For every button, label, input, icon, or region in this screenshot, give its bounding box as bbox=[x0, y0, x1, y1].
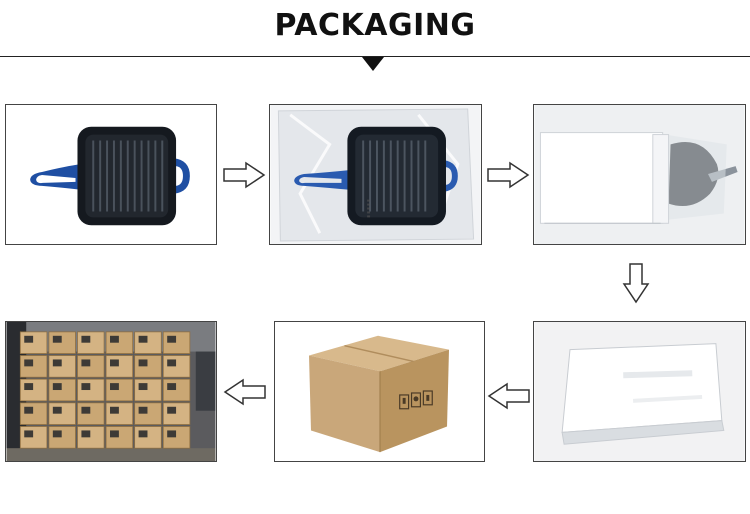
title-divider bbox=[0, 56, 750, 57]
step-white-box-image bbox=[533, 321, 746, 462]
carton-label bbox=[110, 335, 119, 343]
carton-label bbox=[110, 430, 119, 438]
carton-label bbox=[138, 335, 148, 343]
pallet-carton bbox=[105, 331, 134, 354]
step-carton-image bbox=[274, 321, 485, 462]
carton-label bbox=[138, 383, 148, 391]
carton-label bbox=[52, 406, 62, 414]
page-title: PACKAGING bbox=[274, 8, 476, 43]
carton-label bbox=[110, 406, 119, 414]
carton-label bbox=[167, 430, 177, 438]
step-plastic-bag-image bbox=[269, 104, 482, 245]
carton-label bbox=[138, 359, 148, 367]
carton-label bbox=[81, 430, 91, 438]
carton-label bbox=[81, 335, 91, 343]
carton-label bbox=[24, 430, 34, 438]
step-white-sleeve-image bbox=[533, 104, 746, 245]
carton-label bbox=[110, 383, 119, 391]
carton-label bbox=[52, 430, 62, 438]
arrow-left-icon bbox=[487, 382, 531, 410]
carton-label bbox=[167, 383, 177, 391]
arrow-down-icon bbox=[622, 262, 650, 304]
pallet-carton bbox=[77, 331, 105, 354]
carton-label bbox=[110, 359, 119, 367]
carton-label bbox=[24, 359, 34, 367]
carton-label bbox=[81, 383, 91, 391]
carton-label bbox=[138, 430, 148, 438]
carton-label bbox=[81, 406, 91, 414]
carton-label bbox=[24, 383, 34, 391]
pallet-carton bbox=[48, 331, 76, 354]
pallet-carton bbox=[134, 331, 162, 354]
carton-label bbox=[167, 335, 177, 343]
carton-label bbox=[138, 406, 148, 414]
carton-label bbox=[52, 359, 62, 367]
pallet-carton bbox=[162, 331, 191, 354]
arrow-right-icon bbox=[486, 161, 530, 189]
carton-label bbox=[24, 335, 34, 343]
carton-label bbox=[24, 406, 34, 414]
carton-label bbox=[167, 406, 177, 414]
pallet-carton bbox=[19, 331, 48, 354]
arrow-right-icon bbox=[222, 161, 266, 189]
step-pallet-image bbox=[5, 321, 217, 462]
carton-label bbox=[81, 359, 91, 367]
arrow-left-icon bbox=[223, 378, 267, 406]
step-grill-pan-image bbox=[5, 104, 217, 245]
carton-label bbox=[52, 383, 62, 391]
divider-pointer-icon bbox=[362, 57, 384, 71]
carton-label bbox=[52, 335, 62, 343]
carton-label bbox=[167, 359, 177, 367]
